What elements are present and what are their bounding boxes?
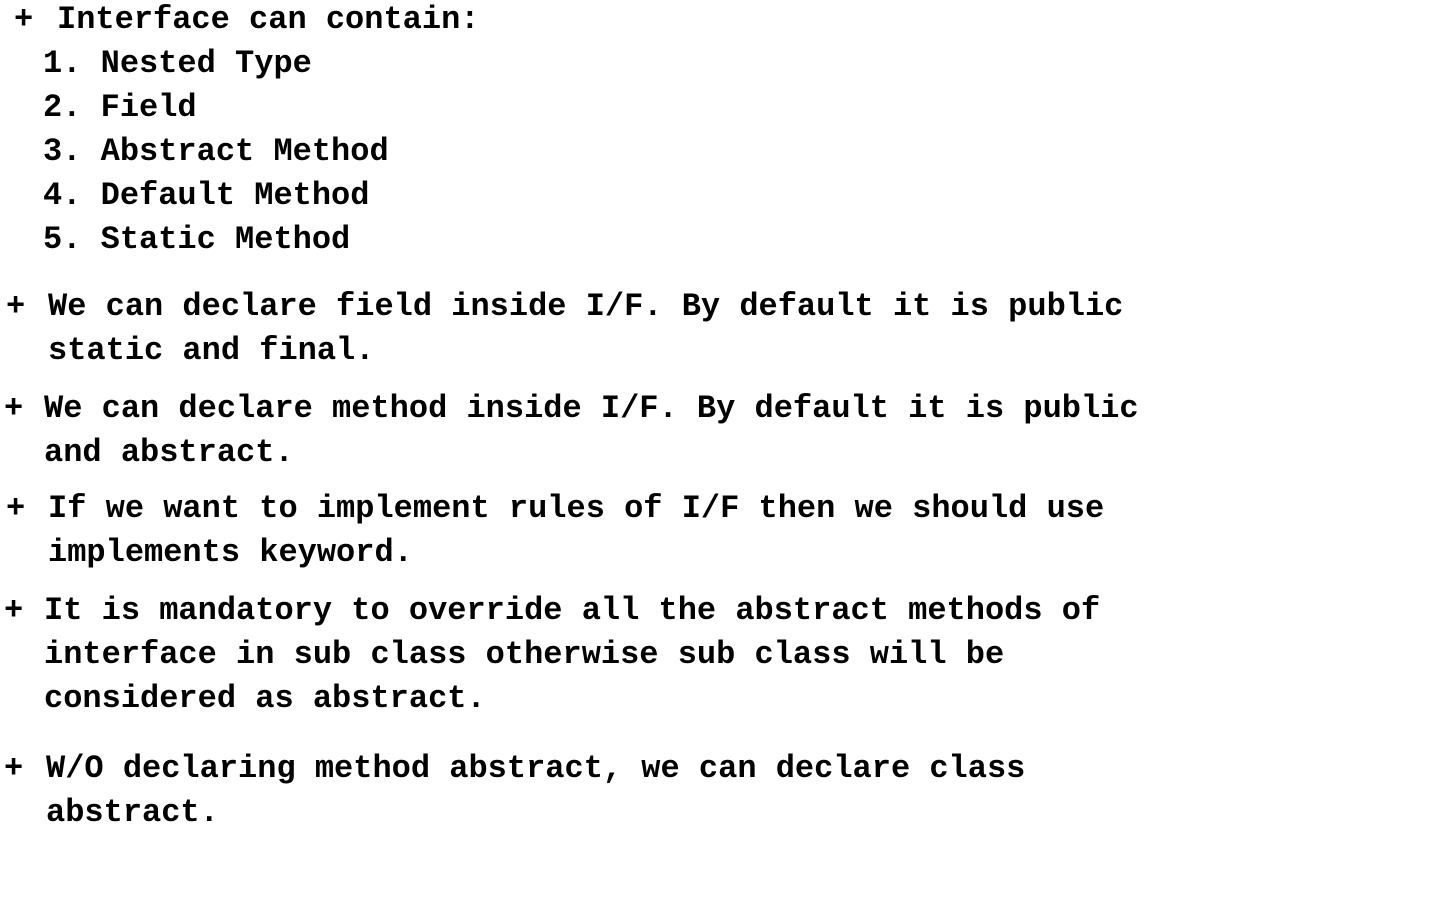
list-item-number: 2.	[43, 89, 82, 126]
bullet-marker: +	[4, 390, 24, 427]
list-item-label: Nested Type	[100, 45, 312, 82]
bullet-marker: +	[4, 592, 24, 629]
heading-bullet-marker: +	[14, 1, 34, 38]
list-item: 5. Static Method	[43, 218, 350, 262]
bullet-line: implements keyword.	[48, 534, 413, 571]
bullet-line: It is mandatory to override all the abst…	[44, 592, 1101, 629]
bullet-line: static and final.	[48, 332, 375, 369]
list-item-label: Field	[100, 89, 197, 126]
list-item-label: Static Method	[100, 221, 351, 258]
bullet-line: abstract.	[46, 794, 219, 831]
list-item: 1. Nested Type	[43, 42, 312, 86]
bullet-line: and abstract.	[44, 434, 294, 471]
bullet-line: interface in sub class otherwise sub cla…	[44, 636, 1005, 673]
list-item-number: 4.	[43, 177, 82, 214]
list-item: 3. Abstract Method	[43, 130, 389, 174]
list-item-label: Default Method	[100, 177, 370, 214]
list-item-number: 1.	[43, 45, 82, 82]
bullet-line: W/O declaring method abstract, we can de…	[46, 750, 1026, 787]
list-item: 4. Default Method	[43, 174, 369, 218]
list-item-number: 5.	[43, 221, 82, 258]
bullet-line: If we want to implement rules of I/F the…	[48, 490, 1105, 527]
bullet-marker: +	[6, 490, 26, 527]
list-item-label: Abstract Method	[100, 133, 389, 170]
bullet-line: We can declare method inside I/F. By def…	[44, 390, 1139, 427]
bullet-marker: +	[6, 288, 26, 325]
heading-text: Interface can contain:	[57, 1, 480, 38]
list-item-number: 3.	[43, 133, 82, 170]
bullet-line: considered as abstract.	[44, 680, 486, 717]
bullet-marker: +	[4, 750, 24, 787]
list-item: 2. Field	[43, 86, 197, 130]
bullet-line: We can declare field inside I/F. By defa…	[48, 288, 1124, 325]
